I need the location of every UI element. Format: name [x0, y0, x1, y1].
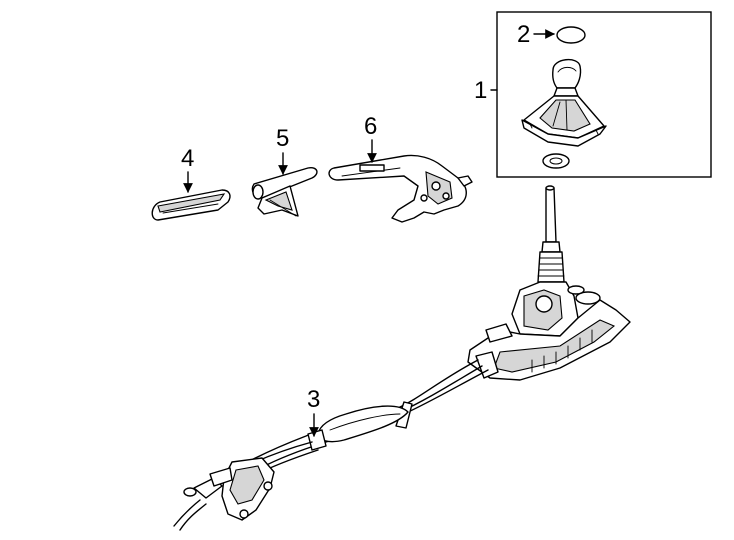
callout-2-label: 2: [517, 21, 530, 48]
callout-3: 3: [307, 386, 320, 437]
parking-brake-lever: [328, 154, 473, 223]
callout-5-label: 5: [276, 125, 289, 152]
callout-1: 1: [474, 77, 498, 104]
washer: [542, 153, 570, 169]
callout-4: 4: [181, 145, 194, 193]
handle-grip: [151, 189, 231, 221]
callout-3-label: 3: [307, 386, 320, 413]
gasket-ring: [556, 26, 586, 44]
callout-6: 6: [364, 113, 377, 163]
callout-2: 2: [517, 21, 555, 48]
callout-1-label: 1: [474, 77, 487, 104]
shift-knob-assembly-inset: [496, 11, 712, 178]
callout-4-label: 4: [181, 145, 194, 172]
shift-cables: [173, 359, 489, 531]
callout-6-label: 6: [364, 113, 377, 140]
release-handle: [251, 166, 318, 217]
shifter-assembly: [467, 185, 631, 381]
callout-5: 5: [276, 125, 289, 175]
shift-knob: [521, 59, 607, 147]
inset-frame: [496, 11, 712, 178]
